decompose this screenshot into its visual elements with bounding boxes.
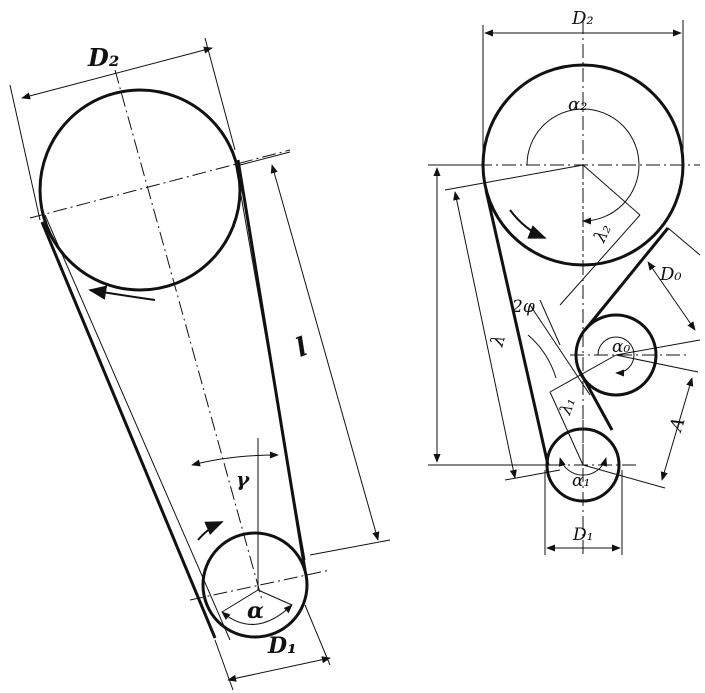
- label-gamma-left: γ: [236, 467, 250, 491]
- d0-dimension-right: [647, 261, 696, 331]
- belt-left-outer: [40, 221, 217, 639]
- label-a-right: A: [665, 415, 690, 436]
- d2-dimension-left: [21, 46, 213, 100]
- label-alpha2-right: α₂: [568, 94, 587, 115]
- right-belt-drive: D₂ α₂ λ₂ D₀ 2φ α₀ λ λ₁ A α₁ D₁: [428, 8, 701, 555]
- label-length-left: l: [292, 332, 312, 364]
- label-2phi-right: 2φ: [511, 297, 535, 317]
- small-pulley-left: [201, 531, 309, 639]
- lambda-dimension-right: [453, 191, 517, 479]
- label-alpha1-right: α₁: [572, 471, 590, 491]
- length-dimension-left: [270, 164, 380, 541]
- label-alpha-left: α: [247, 598, 264, 624]
- label-d2-right: D₂: [571, 8, 594, 29]
- belt-right-left-strand: [484, 189, 550, 466]
- a-dimension-right: [660, 377, 694, 481]
- label-lambda1-right: λ₁: [555, 395, 579, 418]
- center-line-left-large: [29, 149, 291, 219]
- label-alpha0-right: α₀: [612, 337, 630, 357]
- large-pulley-left: [38, 88, 242, 292]
- center-line-left-axis: [114, 69, 263, 601]
- left-belt-drive: D₂ l γ α D₁: [9, 37, 391, 691]
- label-d2-left: D₂: [87, 43, 119, 72]
- label-lambda-right: λ: [487, 332, 510, 349]
- belt-left-inner: [236, 159, 307, 571]
- label-d1-right: D₁: [572, 525, 593, 545]
- label-d1-left: D₁: [267, 633, 297, 659]
- d1-dimension-left: [227, 656, 331, 682]
- label-lambda2-right: λ₂: [590, 221, 616, 246]
- label-d0-right: D₀: [659, 264, 682, 285]
